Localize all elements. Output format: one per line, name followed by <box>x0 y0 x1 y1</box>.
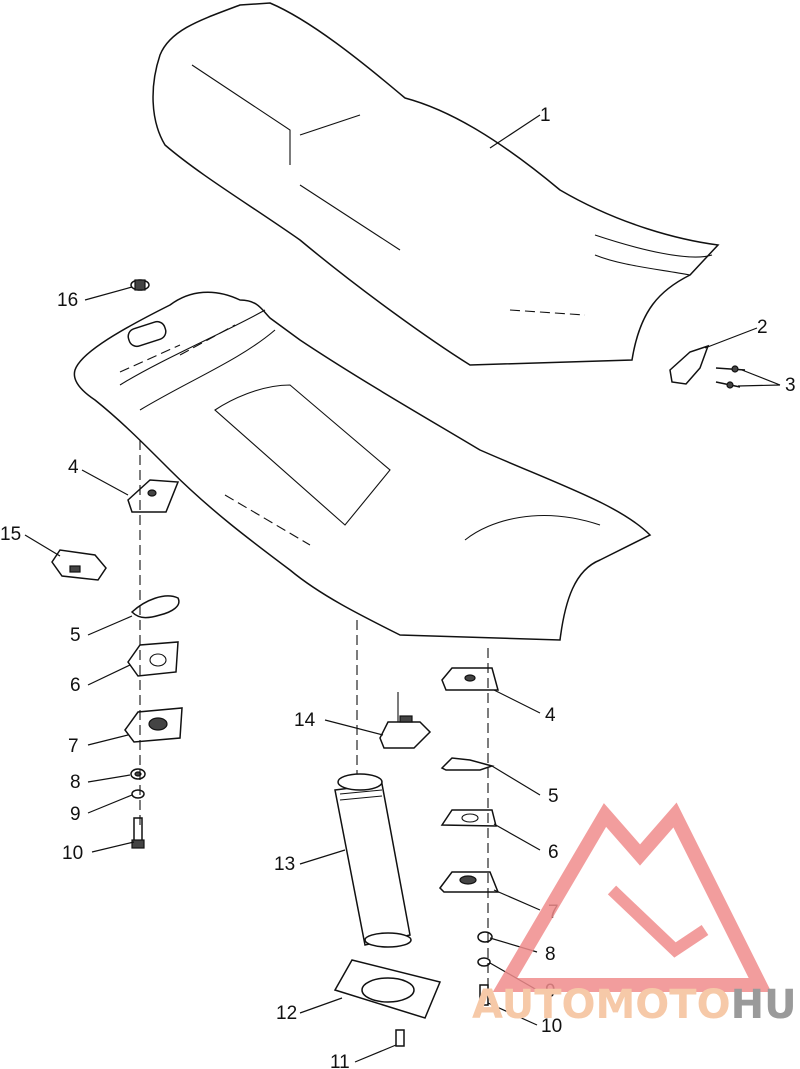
callout-9-left: 9 <box>70 804 81 825</box>
part-5-hook-left <box>130 595 180 619</box>
callout-4-right: 4 <box>545 705 556 726</box>
part-12-flange <box>333 959 442 1019</box>
part-10-bolt-left <box>131 817 145 849</box>
callout-2: 2 <box>757 317 768 338</box>
part-3-screws <box>715 365 746 389</box>
part-2-bracket <box>669 344 710 385</box>
part-9-lockwasher-right <box>477 957 491 967</box>
part-8-washer-right <box>477 931 493 943</box>
callout-8-left: 8 <box>70 772 81 793</box>
seat-base <box>73 291 652 641</box>
seat-part-1 <box>152 2 720 366</box>
callout-8-right: 8 <box>545 944 556 965</box>
callout-12: 12 <box>276 1003 297 1024</box>
part-14-latch <box>379 692 432 749</box>
callout-4-left: 4 <box>68 457 79 478</box>
part-7-block-right <box>439 871 500 893</box>
watermark-text-part2: HUB <box>731 982 800 1028</box>
part-11-screw <box>395 1029 405 1047</box>
watermark-logo-inner <box>607 885 709 958</box>
callout-6-right: 6 <box>548 842 559 863</box>
callout-10-left: 10 <box>62 843 83 864</box>
part-7-block-left <box>124 707 183 743</box>
part-15-clip <box>51 549 107 581</box>
callout-10-right: 10 <box>541 1016 562 1037</box>
part-9-lockwasher-left <box>131 789 145 799</box>
callout-15: 15 <box>0 524 21 545</box>
part-6-plate-left <box>127 641 179 677</box>
callout-5-left: 5 <box>70 625 81 646</box>
callout-3: 3 <box>785 375 796 396</box>
callout-7-left: 7 <box>68 736 79 757</box>
watermark-logo <box>492 802 772 992</box>
watermark-text: AUTOMOTOHUB <box>472 982 800 1028</box>
part-10-bolt-right <box>479 984 489 1006</box>
callout-16: 16 <box>57 290 78 311</box>
part-5-hook-right <box>440 757 495 771</box>
callout-13: 13 <box>274 854 295 875</box>
part-4-bracket-left <box>127 479 180 513</box>
part-8-washer-left <box>130 768 146 780</box>
callout-1: 1 <box>540 105 551 126</box>
part-13-tube <box>334 773 412 948</box>
callout-14: 14 <box>294 710 316 731</box>
watermark-logo-mark <box>492 802 772 992</box>
callout-6-left: 6 <box>70 675 81 696</box>
part-16-fastener <box>130 279 150 291</box>
part-6-plate-right <box>440 809 497 827</box>
part-4-bracket-right <box>441 667 499 691</box>
callout-5-right: 5 <box>548 786 559 807</box>
watermark-text-part1: AUTOMOTO <box>472 982 731 1028</box>
callout-11: 11 <box>330 1052 350 1069</box>
